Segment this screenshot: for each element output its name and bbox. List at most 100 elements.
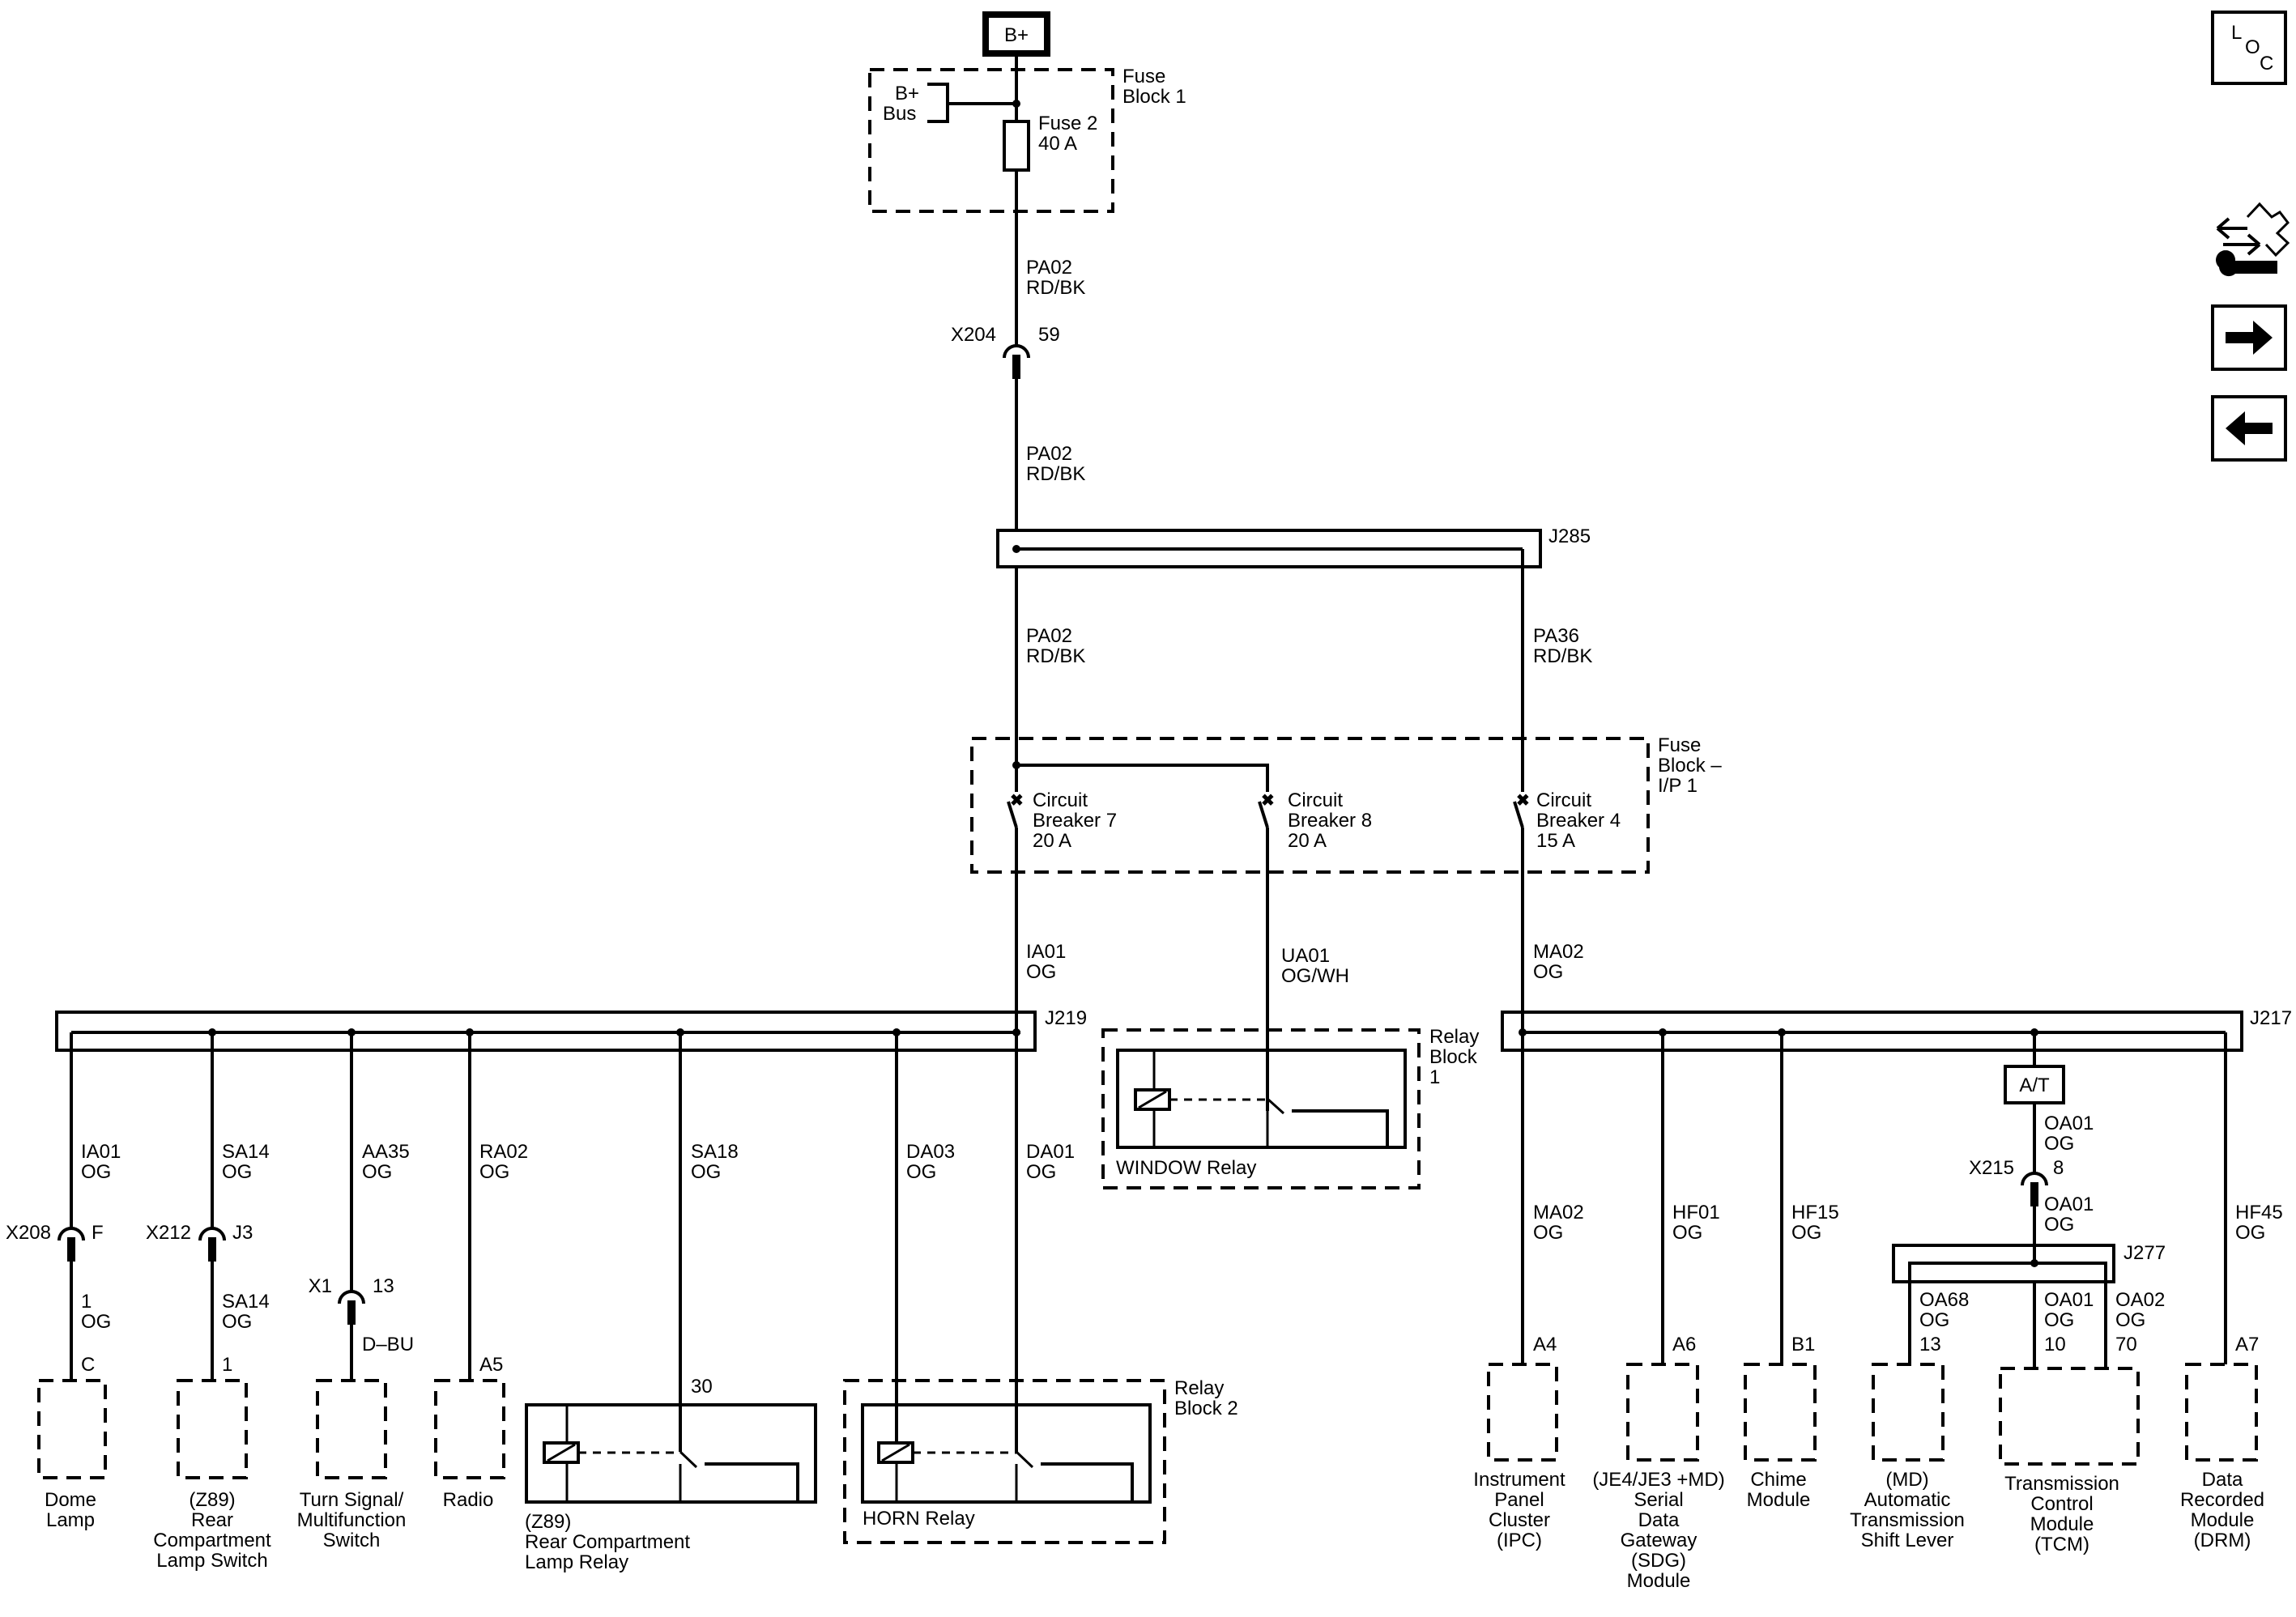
dome-name-l1: Dome xyxy=(45,1489,96,1511)
j217-label: J217 xyxy=(2250,1007,2292,1029)
branch-ipc: MA02 OG A4 Instrument Panel Cluster (IPC… xyxy=(1473,1032,1584,1551)
branch-drm: HF45 OG A7 Data Recorded Module (DRM) xyxy=(2180,1032,2283,1551)
turn-name-l2: Multifunction xyxy=(297,1509,407,1531)
x204-pin: 59 xyxy=(1038,324,1060,346)
splice-j217: J217 xyxy=(1501,1007,2292,1052)
x215-pin: 8 xyxy=(2053,1157,2064,1179)
tcm-term-b: 70 xyxy=(2115,1334,2137,1355)
rear-switch-name-l1: (Z89) xyxy=(189,1489,235,1511)
ipc-name-l4: (IPC) xyxy=(1497,1530,1542,1551)
sdg-name-l2: Serial xyxy=(1634,1489,1683,1511)
fuse-2-symbol xyxy=(1003,120,1030,172)
wire-pa02-b-id: PA02 xyxy=(1026,443,1072,465)
rear-switch-wire-color: OG xyxy=(222,1161,252,1183)
tcm-name-l3: Module xyxy=(2030,1513,2094,1535)
radio-wire-color: OG xyxy=(479,1161,509,1183)
rear-switch-name-l2: Rear xyxy=(191,1509,233,1531)
sdg-wire-id: HF01 xyxy=(1672,1202,1720,1223)
x1-name: X1 xyxy=(309,1275,332,1297)
rear-switch-wire-id: SA14 xyxy=(222,1141,270,1163)
arrow-left-icon[interactable] xyxy=(2211,395,2287,462)
fuse-block-ip1: Fuse Block – I/P 1 ✖ Circuit Breaker 7 2… xyxy=(970,734,1722,874)
wire-ia01-top-id: IA01 xyxy=(1026,941,1066,963)
x215-name: X215 xyxy=(1969,1157,2014,1179)
drm-name-l4: (DRM) xyxy=(2194,1530,2251,1551)
x204-name: X204 xyxy=(951,324,996,346)
da01-wire-id: DA01 xyxy=(1026,1141,1075,1163)
power-source: B+ xyxy=(982,11,1050,57)
relay-block-2-l2: Block 2 xyxy=(1174,1398,1238,1419)
rear-relay-wire-id: SA18 xyxy=(691,1141,739,1163)
wire-ua01-color: OG/WH xyxy=(1281,965,1349,987)
wire-ma02-top-id: MA02 xyxy=(1533,941,1584,963)
branch-rear-lamp-switch: SA14 OG X212 J3 SA14 OG 1 (Z89) Rear Com… xyxy=(146,1032,271,1572)
wire-ia01-top-color: OG xyxy=(1026,961,1056,983)
tcm-wire-a-id: OA01 xyxy=(2044,1289,2094,1311)
ipc-term: A4 xyxy=(1533,1334,1557,1355)
connector-tool-icon[interactable] xyxy=(2216,202,2290,277)
rear-switch-wire2-id: SA14 xyxy=(222,1291,270,1313)
x215-wire2-color: OG xyxy=(2044,1214,2074,1236)
rear-relay-wire-color: OG xyxy=(691,1161,721,1183)
wire-pa02-a-color: RD/BK xyxy=(1026,277,1085,299)
turn-name-l3: Switch xyxy=(323,1530,381,1551)
dome-wire-id: IA01 xyxy=(81,1141,121,1163)
rear-switch-name-l3: Compartment xyxy=(153,1530,271,1551)
cb7-l2: Breaker 7 xyxy=(1033,810,1117,832)
j285-label: J285 xyxy=(1548,526,1591,547)
cb8-l2: Breaker 8 xyxy=(1288,810,1372,832)
wire-pa02-c-id: PA02 xyxy=(1026,625,1072,647)
ipc-name-l2: Panel xyxy=(1494,1489,1544,1511)
shift-name-l4: Shift Lever xyxy=(1861,1530,1954,1551)
loc-button[interactable]: L O C xyxy=(2211,11,2287,85)
x215-wire2-id: OA01 xyxy=(2044,1194,2094,1215)
bus-label-l2: Bus xyxy=(883,103,916,125)
x208-name: X208 xyxy=(6,1222,51,1244)
circuit-breaker-4: ✖ Circuit Breaker 4 15 A xyxy=(1513,789,1621,872)
rear-relay-name-l3: Lamp Relay xyxy=(525,1551,628,1573)
ipc-wire-id: MA02 xyxy=(1533,1202,1584,1223)
cb4-l1: Circuit xyxy=(1536,789,1591,811)
arrow-right-icon[interactable] xyxy=(2211,304,2287,371)
horn-relay-label: HORN Relay xyxy=(863,1508,975,1530)
window-relay-label: WINDOW Relay xyxy=(1116,1157,1256,1179)
rear-switch-term: 1 xyxy=(222,1354,232,1376)
drm-name-l3: Module xyxy=(2191,1509,2255,1531)
ipc-name-l3: Cluster xyxy=(1489,1509,1550,1531)
radio-term: A5 xyxy=(479,1354,503,1376)
wire-pa02-a-id: PA02 xyxy=(1026,257,1072,279)
shift-wire-id: OA68 xyxy=(1919,1289,1969,1311)
sdg-name-l4: Gateway xyxy=(1621,1530,1698,1551)
dome-wire2-color: OG xyxy=(81,1311,111,1333)
cb8-l3: 20 A xyxy=(1288,830,1327,852)
fuse-2-label-l1: Fuse 2 xyxy=(1038,113,1097,134)
sdg-term: A6 xyxy=(1672,1334,1696,1355)
branch-radio: RA02 OG A5 Radio xyxy=(434,1032,528,1511)
branch-turn-signal-switch: AA35 OG X1 13 D–BU Turn Signal/ Multifun… xyxy=(297,1032,414,1551)
tcm-name-l4: (TCM) xyxy=(2034,1534,2089,1555)
j277-label: J277 xyxy=(2123,1242,2166,1264)
rear-relay-term: 30 xyxy=(691,1376,713,1398)
tcm-name-l1: Transmission xyxy=(2004,1473,2119,1495)
cb7-l1: Circuit xyxy=(1033,789,1088,811)
circuit-breaker-7: ✖ Circuit Breaker 7 20 A xyxy=(1007,765,1117,872)
rear-relay-name-l2: Rear Compartment xyxy=(525,1531,690,1553)
fuse-block-ip1-l3: I/P 1 xyxy=(1658,775,1698,797)
cb4-l2: Breaker 4 xyxy=(1536,810,1621,832)
svg-text:✖: ✖ xyxy=(1516,792,1530,810)
drm-wire-color: OG xyxy=(2235,1222,2265,1244)
radio-name: Radio xyxy=(443,1489,494,1511)
drm-name-l1: Data xyxy=(2202,1469,2243,1491)
branch-transmission: A/T OA01 OG X215 8 OA01 OG J277 OA68 OG … xyxy=(1850,1032,2166,1555)
wire-pa02-b-color: RD/BK xyxy=(1026,463,1085,485)
rear-relay-name-l1: (Z89) xyxy=(525,1511,571,1533)
splice-j219: J219 xyxy=(55,1007,1087,1052)
tcm-term-a: 10 xyxy=(2044,1334,2066,1355)
fuse-2-label-l2: 40 A xyxy=(1038,133,1077,155)
wire-ma02-top-color: OG xyxy=(1533,961,1563,983)
relay-block-1: Relay Block 1 WINDOW Relay xyxy=(1101,1026,1479,1189)
branch-dome-lamp: IA01 OG X208 F 1 OG C Dome Lamp xyxy=(6,1032,121,1531)
sdg-name-l5: (SDG) xyxy=(1631,1550,1686,1572)
bus-label-l1: B+ xyxy=(895,83,919,104)
fuse-block-1-label-l2: Block 1 xyxy=(1122,86,1186,108)
